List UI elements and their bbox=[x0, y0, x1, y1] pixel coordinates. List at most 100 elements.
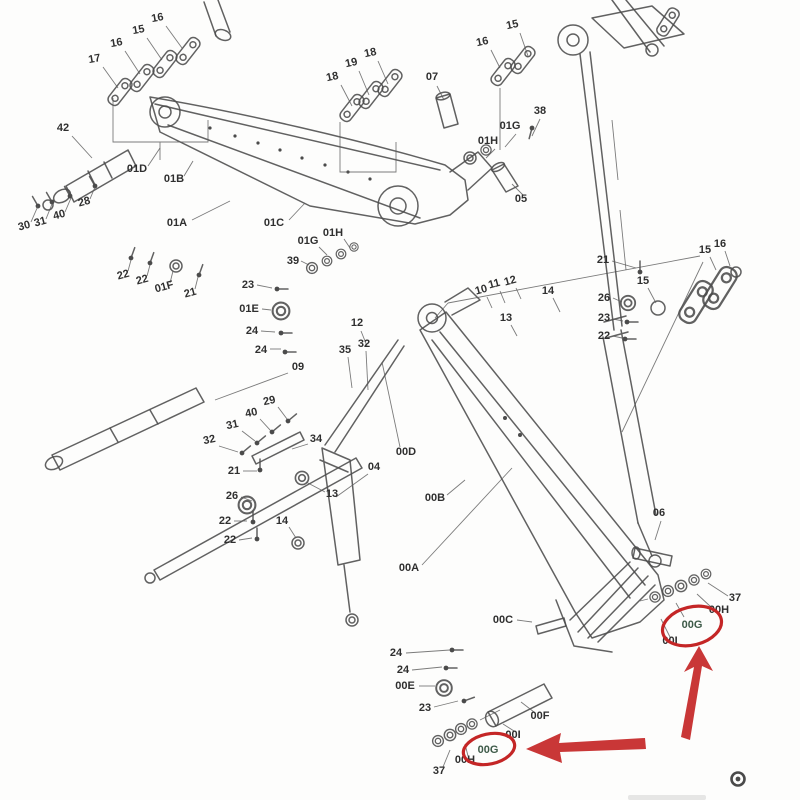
part-label-01e: 01E bbox=[239, 303, 259, 315]
leader-line bbox=[146, 264, 151, 277]
leader-line bbox=[531, 118, 541, 137]
part-label-18: 18 bbox=[325, 70, 339, 84]
leader-line bbox=[502, 723, 515, 732]
pin-05 bbox=[490, 161, 519, 193]
part-label-04: 04 bbox=[368, 461, 381, 473]
leader-line bbox=[433, 700, 459, 708]
leader-line bbox=[519, 32, 529, 57]
leader-line bbox=[169, 270, 174, 284]
leader-line bbox=[724, 250, 731, 267]
part-label-35: 35 bbox=[339, 344, 351, 356]
part-label-40: 40 bbox=[244, 406, 258, 420]
leader-line bbox=[515, 287, 522, 300]
pin-06 bbox=[631, 546, 673, 567]
part-label-00h: 00H bbox=[709, 604, 729, 616]
leader-line bbox=[411, 666, 443, 671]
part-label-14: 14 bbox=[276, 515, 289, 527]
leader-line bbox=[183, 160, 194, 177]
leader-line bbox=[147, 147, 161, 167]
part-label-14: 14 bbox=[542, 285, 555, 297]
leader-line bbox=[486, 296, 493, 309]
upper-arm-assembly bbox=[149, 96, 493, 227]
leader-line bbox=[300, 260, 310, 266]
part-label-38: 38 bbox=[534, 105, 546, 117]
part-label-10: 10 bbox=[474, 283, 489, 298]
leader-line bbox=[520, 701, 535, 713]
leader-line bbox=[218, 445, 239, 453]
pin-00f bbox=[484, 683, 553, 728]
part-label-24: 24 bbox=[246, 325, 259, 337]
leader-line bbox=[511, 183, 524, 196]
part-label-24: 24 bbox=[397, 664, 410, 676]
leader-line bbox=[240, 496, 253, 502]
highlight-circle-00g bbox=[660, 604, 724, 648]
leader-line bbox=[552, 297, 561, 313]
part-label-01g: 01G bbox=[298, 235, 319, 247]
part-label-15: 15 bbox=[505, 18, 519, 32]
leader-line bbox=[510, 324, 518, 337]
leader-line bbox=[71, 135, 93, 159]
leader-line bbox=[259, 418, 272, 432]
part-label-19: 19 bbox=[344, 56, 358, 70]
leader-line bbox=[358, 70, 370, 96]
leader-line bbox=[238, 537, 253, 541]
part-label-23: 23 bbox=[419, 702, 431, 714]
leader-line bbox=[446, 479, 466, 496]
part-label-28: 28 bbox=[77, 195, 92, 210]
part-label-21: 21 bbox=[597, 254, 609, 266]
pin-34 bbox=[251, 431, 305, 465]
link-plates-right bbox=[463, 43, 538, 165]
part-label-32: 32 bbox=[202, 433, 216, 447]
part-label-22: 22 bbox=[135, 273, 150, 288]
part-label-00d: 00D bbox=[396, 446, 416, 458]
leader-line bbox=[335, 473, 369, 498]
leader-line bbox=[347, 356, 353, 389]
part-label-07: 07 bbox=[426, 71, 438, 83]
part-label-26: 26 bbox=[598, 292, 610, 304]
part-label-22: 22 bbox=[598, 330, 610, 342]
leader-line bbox=[499, 290, 506, 304]
leader-line bbox=[611, 260, 637, 269]
part-label-21: 21 bbox=[183, 286, 198, 301]
part-label-01b: 01B bbox=[164, 173, 184, 185]
part-label-00f: 00F bbox=[531, 710, 550, 722]
part-label-31: 31 bbox=[33, 215, 48, 230]
leader-line bbox=[45, 203, 53, 220]
leader-line bbox=[612, 318, 624, 322]
part-label-00g: 00G bbox=[682, 619, 703, 631]
leader-line bbox=[89, 186, 96, 200]
leader-line bbox=[612, 335, 623, 339]
part-label-06: 06 bbox=[653, 507, 665, 519]
red-annotations bbox=[461, 604, 724, 767]
leader-lines bbox=[30, 25, 731, 768]
leader-line bbox=[165, 25, 183, 49]
leader-line bbox=[485, 148, 496, 159]
part-label-22: 22 bbox=[224, 534, 236, 546]
part-label-40: 40 bbox=[52, 208, 67, 223]
highlight-circle-00g bbox=[461, 731, 517, 767]
part-label-30: 30 bbox=[17, 219, 32, 234]
leader-line bbox=[381, 361, 401, 448]
leader-line bbox=[340, 84, 353, 107]
part-label-15: 15 bbox=[637, 275, 649, 287]
part-label-00a: 00A bbox=[399, 562, 419, 574]
part-label-16: 16 bbox=[150, 11, 164, 25]
part-label-17: 17 bbox=[87, 52, 101, 66]
leader-line bbox=[194, 276, 199, 290]
pin-09 bbox=[44, 387, 205, 471]
leader-line bbox=[318, 246, 328, 256]
part-label-01g: 01G bbox=[500, 120, 521, 132]
leader-line bbox=[365, 350, 369, 391]
part-label-31: 31 bbox=[225, 418, 239, 432]
leader-line bbox=[214, 372, 289, 401]
red-arrow-pointing-up-at-00g bbox=[681, 646, 713, 740]
cropped-top-parts bbox=[203, 0, 682, 57]
part-label-16: 16 bbox=[714, 238, 726, 250]
leader-line bbox=[647, 287, 657, 304]
bullseye-center bbox=[735, 776, 741, 782]
part-label-15: 15 bbox=[131, 23, 145, 37]
part-label-01a: 01A bbox=[167, 217, 187, 229]
leader-line bbox=[490, 49, 501, 69]
